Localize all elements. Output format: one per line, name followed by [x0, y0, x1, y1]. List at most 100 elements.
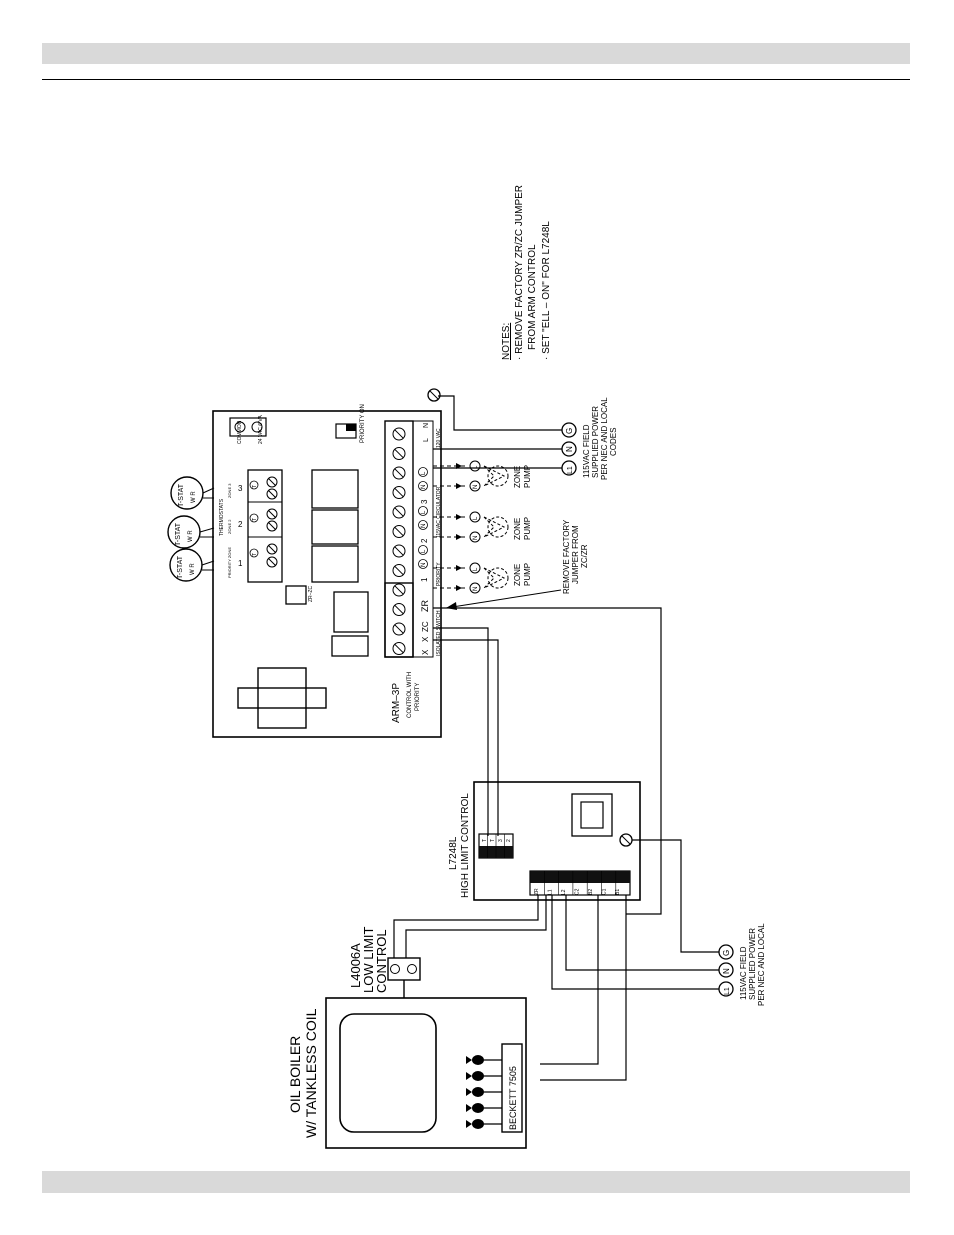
thermostat-screw: [266, 543, 278, 555]
arm-model: ARM–3P: [391, 683, 402, 723]
boiler-line-1: OIL BOILER: [287, 1036, 303, 1113]
circ-terminal-n: N: [421, 524, 427, 528]
relay-2: [311, 509, 359, 545]
beckett-burner: [501, 1043, 523, 1133]
footer-band: [42, 1171, 910, 1193]
node-l1-upper-label: L1: [567, 466, 574, 474]
boiler-line-2: W/ TANKLESS COIL: [303, 1008, 319, 1138]
tstat-terminal-label: T: [252, 553, 258, 556]
arm-to-l7248l-wires: [433, 607, 662, 915]
zone-number-3: 3: [238, 484, 243, 493]
relay-4: [333, 591, 369, 633]
switch-terminal-x2: X: [421, 649, 430, 655]
pump-2-label-1: ZONE: [513, 518, 522, 540]
node-l1-lower-label: L1: [724, 987, 731, 995]
main-terminal-screws: [392, 427, 406, 655]
main-terminal-screw: [392, 525, 406, 538]
tstat-3-label: T-STAT: [178, 483, 185, 507]
l7248l-outline: [473, 781, 641, 901]
l4006a-screw-2: [407, 964, 417, 974]
pump-1-label-2: PUMP: [523, 563, 532, 586]
circ-terminal-n: N: [421, 563, 427, 567]
l4006a-line-2: CONTROL: [374, 929, 389, 993]
ground-screw-arm: [427, 388, 441, 402]
field-upper-line-2: SUPPLIED POWER: [591, 406, 600, 478]
main-terminal-screw: [392, 564, 406, 577]
thermostat-screw: [266, 520, 278, 532]
l4006a-control: L4006A LOW LIMIT CONTROL: [348, 926, 421, 998]
boiler-window: [339, 1013, 437, 1133]
thermostat-terminal-strip: TTT PRIORITY ZONE ZONE 2 ZONE 3 THERMOST…: [219, 469, 283, 583]
zone-number-1: 1: [238, 559, 243, 568]
circulator-label: 115VAC CIRCULATOR: [436, 486, 442, 538]
thermostat-screw: [266, 556, 278, 568]
pump-node-n-label: N: [473, 587, 479, 591]
transformer-core: [237, 687, 327, 709]
boiler-outline: [325, 997, 527, 1149]
l7248l-bottom-terminal: B1: [615, 889, 621, 895]
common-terminal-block: [229, 417, 267, 437]
node-g-upper-label: G: [565, 428, 574, 434]
zone-number-2: 2: [238, 520, 243, 529]
l7248l-bottom-terminal: ZR: [534, 888, 540, 895]
power-label: 120 VAC: [436, 428, 442, 448]
field-upper-line-1: 115VAC FIELD: [582, 424, 591, 478]
pump-node-l-label: L: [473, 516, 479, 520]
circ-terminal-l: L: [421, 471, 427, 475]
main-terminal-screw: [392, 544, 406, 558]
l7248l-top-terminal: T: [490, 839, 496, 842]
va-label: 24 VAC 6 VA: [258, 415, 264, 444]
burner-nozzle: [472, 1103, 484, 1113]
pump-node-n: [469, 480, 481, 492]
pump-node-l: [469, 562, 481, 574]
arm-desc-1: CONTROL WITH: [407, 672, 413, 718]
main-terminal-screw: [392, 447, 406, 460]
arm-3p-control: ZR–ZC COMMON 24 VAC 6 VA PRIORITY ON TTT…: [212, 388, 442, 738]
zone-2-label: ZONE 2: [227, 519, 232, 534]
l7248l-top-terminal: 3: [498, 839, 504, 842]
field-power-upper: G N L1 115VAC FIELD SUPPLIED POWER PER N…: [433, 395, 618, 480]
l7248l-bottom-terminal: L2: [561, 889, 567, 895]
power-terminal-n: N: [423, 423, 430, 428]
priority-on-label: PRIORITY ON: [360, 404, 366, 443]
burner-nozzle: [472, 1055, 484, 1065]
main-terminal-screw: [392, 622, 406, 636]
pump-node-n-label: N: [473, 536, 479, 540]
thermostat-screws: [266, 476, 278, 568]
l7248l-model: L7248L: [448, 836, 459, 870]
pump-node-l: [469, 511, 481, 523]
pump-node-n: [469, 582, 481, 594]
circ-terminal-n: N: [421, 485, 427, 489]
field-upper-line-4: CODES: [609, 428, 618, 456]
priority-small-label: PRIORITY: [436, 562, 442, 586]
tstat-1-label: T-STAT: [177, 555, 184, 579]
tstat-2-label: T-STAT: [175, 522, 182, 546]
pump-node-n-label: N: [473, 485, 479, 489]
circ-terminal-l: L: [421, 549, 427, 553]
common-screw-1: [234, 421, 246, 433]
thermostat-screw: [266, 508, 278, 520]
priority-switch-slider: [346, 424, 356, 431]
main-terminal-screw: [392, 505, 406, 519]
main-terminal-screw: [392, 427, 406, 441]
notes-block: NOTES: · REMOVE FACTORY ZR/ZC JUMPER FRO…: [501, 185, 552, 360]
arm-desc-2: PRIORITY: [415, 683, 421, 711]
common-screw-2: [251, 421, 263, 433]
zr-zc-jumper-block: [285, 585, 307, 605]
pump-1-label-1: ZONE: [513, 564, 522, 586]
arm-board-outline: [212, 410, 442, 738]
field-lower-line-1: 115VAC FIELD: [739, 946, 748, 1000]
thermostats: T-STAT W R T-STAT W R T-STAT W R: [167, 476, 215, 582]
relay-5: [331, 635, 369, 657]
pump-2-label-2: PUMP: [523, 517, 532, 540]
main-terminal-screw: [392, 486, 406, 499]
relay-1: [311, 469, 359, 509]
burner-nozzle: [472, 1071, 484, 1081]
tstat-terminal-label: T: [252, 485, 258, 488]
pump-3-label-1: ZONE: [513, 466, 522, 488]
